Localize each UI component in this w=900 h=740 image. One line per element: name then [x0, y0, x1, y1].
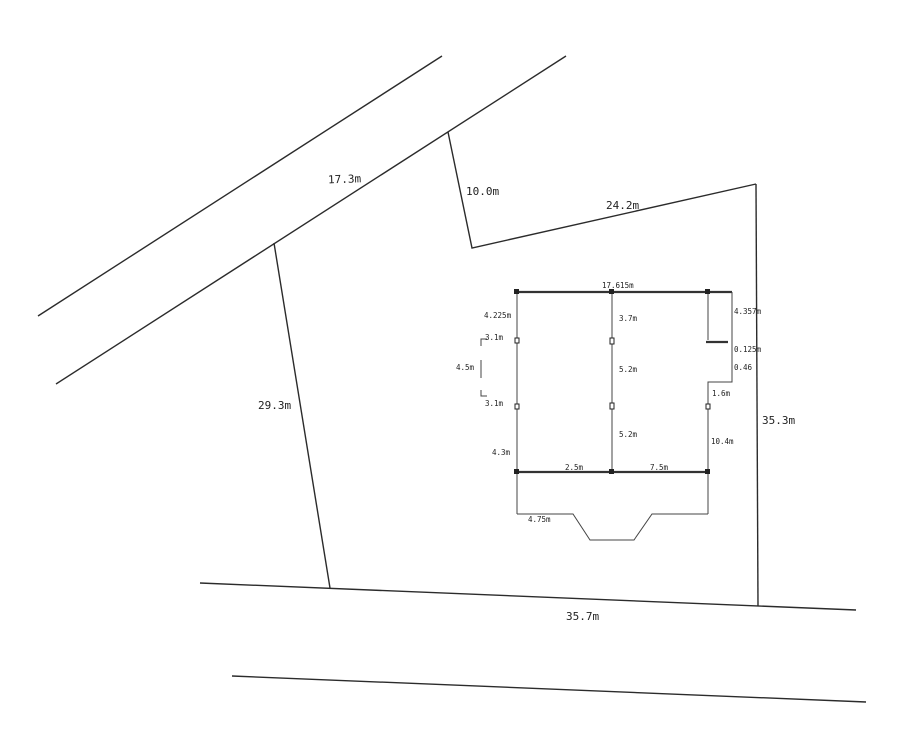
label-right-long: 10.4m — [711, 437, 734, 446]
node-bottom-center — [609, 469, 614, 474]
house-front-bay — [517, 513, 708, 541]
lower-road-line — [231, 675, 867, 703]
road-edge-upper — [37, 55, 443, 317]
node-top-right — [705, 289, 710, 294]
boundary-south-line — [199, 582, 857, 611]
label-bottom-left-span: 2.5m — [565, 463, 584, 472]
label-dim-3-1-upper: 3.1m — [485, 333, 504, 342]
label-front-left: 4.75m — [528, 515, 551, 524]
boundary-west-line — [273, 242, 331, 589]
label-mid-lower: 5.2m — [619, 430, 638, 439]
node-top-center — [609, 289, 614, 294]
road-edge-lower — [55, 55, 567, 385]
label-boundary-south: 35.7m — [566, 610, 599, 623]
node-bottom-left — [514, 469, 519, 474]
lot-boundary — [199, 131, 867, 703]
boundary-north-line — [447, 131, 757, 249]
node-center-lower — [609, 402, 615, 410]
label-dim-4-5: 4.5m — [456, 363, 475, 372]
label-mid-top: 3.7m — [619, 314, 638, 323]
label-right-top: 4.357m — [734, 307, 762, 316]
label-right-step: 0.46 — [734, 363, 753, 372]
label-left-top: 4.225m — [484, 311, 512, 320]
site-labels: 17.3m 10.0m 24.2m 29.3m 35.3m 35.7m — [258, 172, 795, 623]
label-right-short: 1.6m — [712, 389, 731, 398]
node-left-upper — [514, 337, 520, 344]
label-boundary-east: 35.3m — [762, 414, 795, 427]
bracket-upper — [480, 338, 487, 346]
plan-nodes — [514, 289, 711, 474]
house-labels: 17.615m 4.225m 3.1m 4.5m 3.1m 4.3m 3.7m … — [456, 281, 762, 524]
label-right-notch: 0.125m — [734, 345, 762, 354]
boundary-east-line — [755, 183, 759, 607]
label-road-top: 17.3m — [328, 172, 362, 186]
label-left-bottom: 4.3m — [492, 448, 511, 457]
node-bottom-right — [705, 469, 710, 474]
node-left-lower — [514, 403, 520, 410]
label-boundary-nw: 10.0m — [466, 185, 499, 198]
label-mid-middle: 5.2m — [619, 365, 638, 374]
dimension-bracket-left — [480, 338, 487, 397]
label-top-width: 17.615m — [602, 281, 634, 290]
house-right-wall — [707, 292, 733, 514]
bracket-lower — [480, 390, 487, 397]
label-boundary-ne: 24.2m — [606, 199, 639, 212]
label-bottom-right-span: 7.5m — [650, 463, 669, 472]
node-top-left — [514, 289, 519, 294]
node-right-lower — [705, 403, 711, 410]
label-dim-3-1-lower: 3.1m — [485, 399, 504, 408]
node-center-upper — [609, 337, 615, 345]
road — [37, 55, 567, 385]
label-boundary-west: 29.3m — [258, 399, 291, 412]
house-outline — [516, 290, 733, 541]
